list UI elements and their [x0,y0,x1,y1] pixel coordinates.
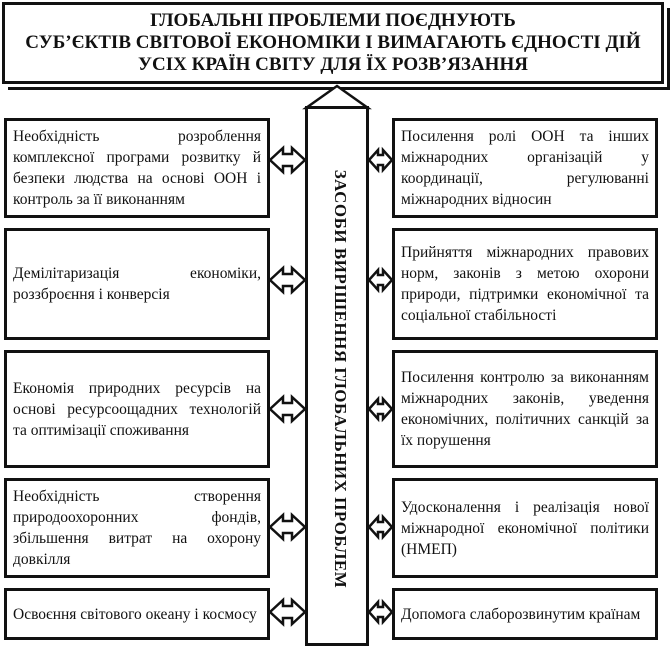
arrow-right-1 [367,146,394,174]
right-box-5: Допомога слаборозвинутим країнам [392,588,658,640]
central-label: ЗАСОБИ ВИРІШЕННЯ ГЛОБАЛЬНИХ ПРОБЛЕМ [331,169,350,589]
left-box-1-text: Необхідність розроблення комплексної про… [13,128,261,208]
left-box-3-text: Економія природних ресурсів на основі ре… [13,379,261,439]
arrow-right-2 [367,266,394,294]
left-box-5-text: Освоєння світового океану і космосу [13,605,257,623]
central-column: ЗАСОБИ ВИРІШЕННЯ ГЛОБАЛЬНИХ ПРОБЛЕМ [305,106,369,646]
arrow-up-to-title [302,84,372,110]
arrow-left-4 [268,512,307,542]
title-line-2: СУБ’ЄКТІВ СВІТОВОЇ ЕКОНОМІКИ І ВИМАГАЮТЬ… [25,32,641,53]
arrow-right-5 [367,598,394,626]
title-line-1: ГЛОБАЛЬНІ ПРОБЛЕМИ ПОЄДНУЮТЬ [150,10,516,31]
left-box-3: Економія природних ресурсів на основі ре… [4,350,270,468]
arrow-left-2 [268,265,307,295]
left-box-2: Демілітаризація економіки, роззброєння і… [4,228,270,340]
right-box-5-text: Допомога слаборозвинутим країнам [401,605,641,623]
right-box-1-text: Посилення ролі ООН та інших міжнародних … [401,128,649,208]
right-box-2-text: Прийняття міжнародних правових норм, зак… [401,244,649,324]
left-box-5: Освоєння світового океану і космосу [4,588,270,640]
right-box-3: Посилення контролю за виконанням міжнаро… [392,350,658,468]
arrow-left-5 [268,597,307,627]
right-box-4: Удосконалення і реалізація нової міжнаро… [392,478,658,578]
arrow-left-3 [268,394,307,424]
diagram-title: ГЛОБАЛЬНІ ПРОБЛЕМИ ПОЄДНУЮТЬ СУБ’ЄКТІВ С… [2,2,664,84]
right-box-4-text: Удосконалення і реалізація нової міжнаро… [401,498,649,558]
left-box-1: Необхідність розроблення комплексної про… [4,118,270,218]
left-box-2-text: Демілітаризація економіки, роззброєння і… [13,265,261,303]
arrow-right-4 [367,513,394,541]
right-box-3-text: Посилення контролю за виконанням міжнаро… [401,369,649,449]
title-line-3: УСІХ КРАЇН СВІТУ ДЛЯ ЇХ РОЗВ’ЯЗАННЯ [138,54,528,75]
left-box-4-text: Необхідність створення природоохоронних … [13,488,261,568]
arrow-left-1 [268,145,307,175]
right-box-1: Посилення ролі ООН та інших міжнародних … [392,118,658,218]
right-box-2: Прийняття міжнародних правових норм, зак… [392,228,658,340]
arrow-right-3 [367,395,394,423]
left-box-4: Необхідність створення природоохоронних … [4,478,270,578]
